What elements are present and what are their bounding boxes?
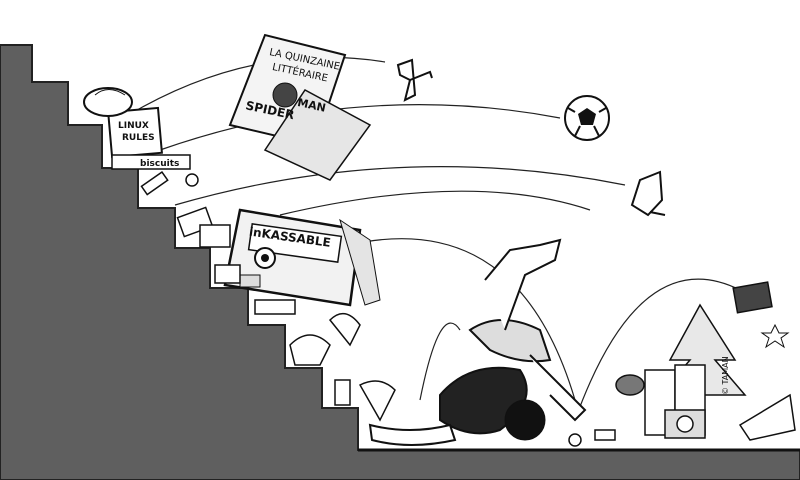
stair-clutter (140, 170, 396, 422)
magazine: LA QUINZAINE LITTÉRAIRE SPIDER MAN (228, 33, 372, 181)
book-label-line1: LINUX (118, 121, 149, 131)
shoe-right (630, 170, 666, 217)
falling-person (368, 238, 587, 446)
biscuits-box: biscuits (111, 154, 191, 170)
shoe-top (396, 58, 433, 102)
right-clutter (568, 281, 796, 447)
signature: © TAMAN (721, 356, 730, 395)
mouse (83, 87, 133, 117)
unbreakable-box: inKASSABLE (223, 208, 381, 307)
book-label-line2: RULES (122, 133, 155, 143)
magazine-line4: MAN (296, 96, 327, 115)
soccer-ball (564, 95, 610, 141)
biscuits-label: biscuits (140, 159, 179, 169)
